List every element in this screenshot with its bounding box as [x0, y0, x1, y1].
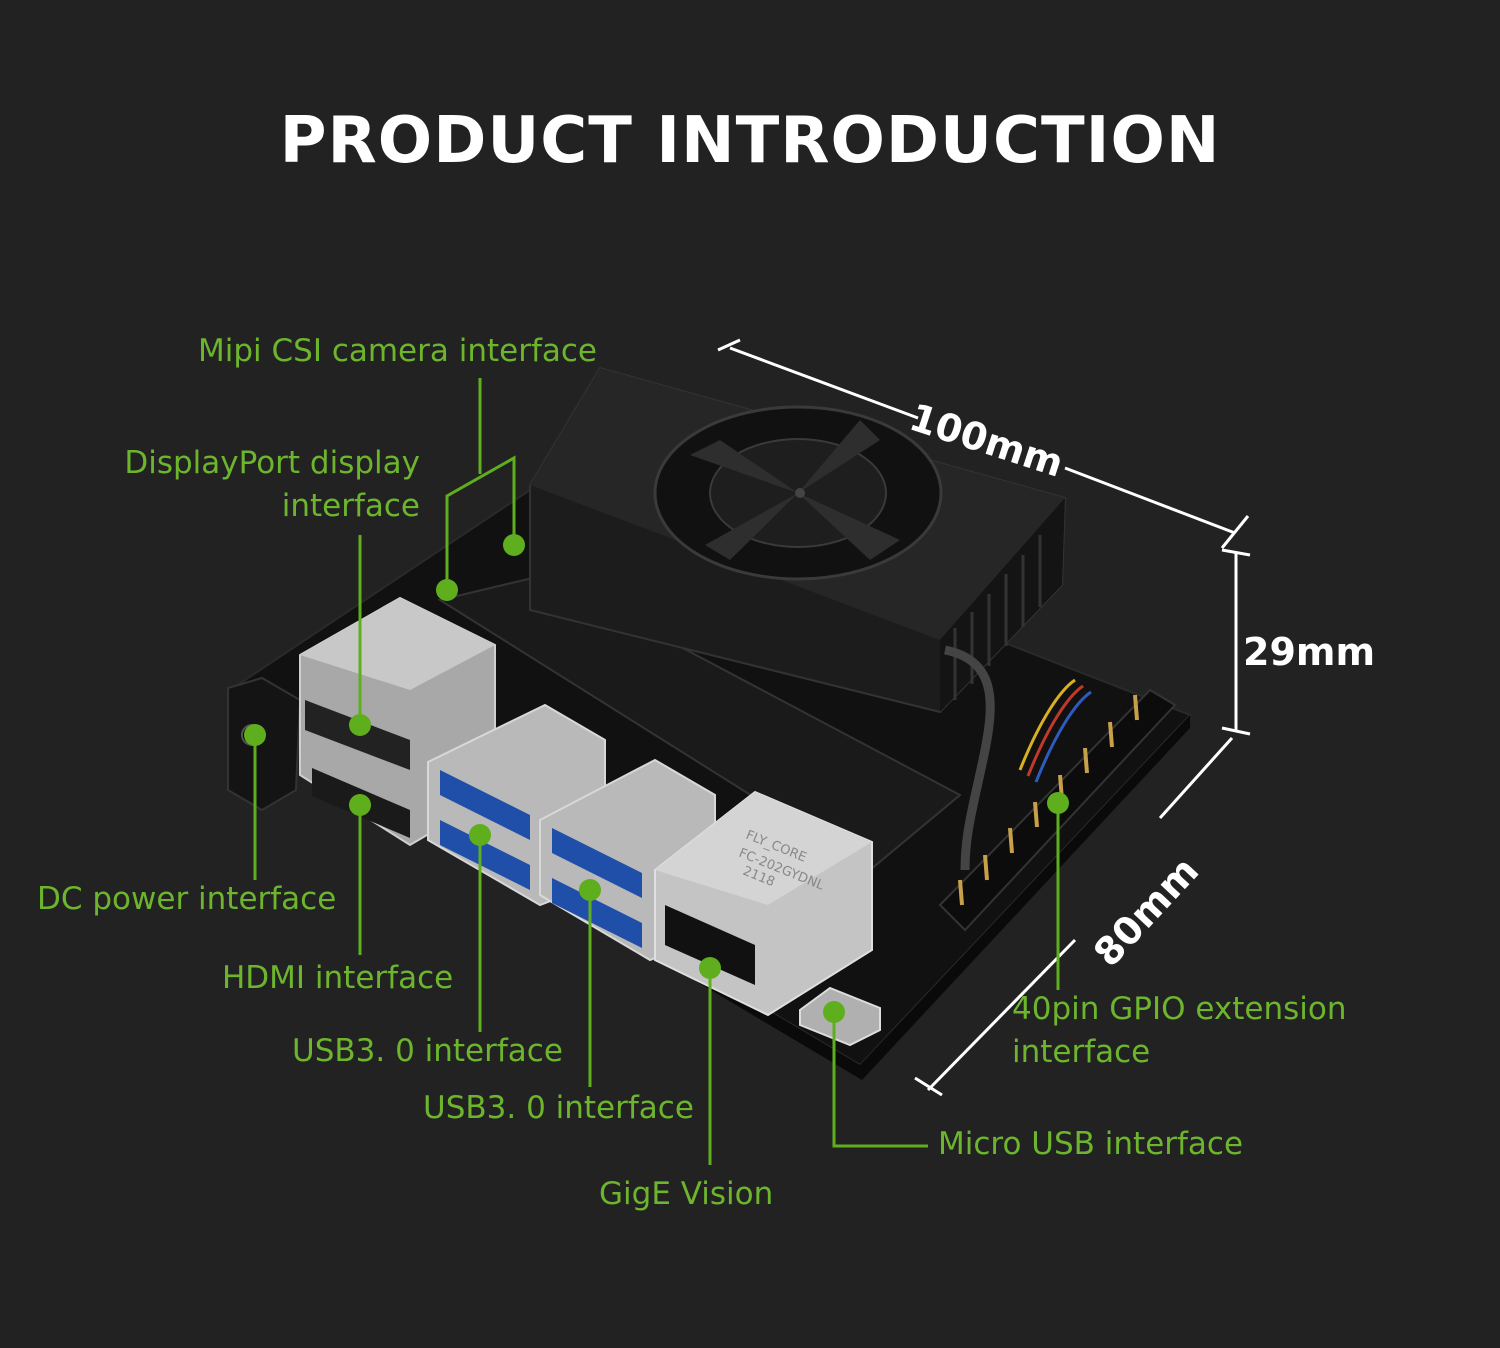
- label-gige: GigE Vision: [599, 1176, 774, 1212]
- callout-dots: [244, 534, 1069, 1023]
- fan-cable: [943, 645, 995, 871]
- label-usb3-right: USB3. 0 interface: [423, 1090, 694, 1126]
- label-displayport-line1: DisplayPort display: [124, 445, 420, 481]
- dc-jack: [227, 676, 302, 812]
- dimension-height: 29mm: [1243, 630, 1376, 674]
- label-usb3-left: USB3. 0 interface: [292, 1033, 563, 1069]
- label-displayport: DisplayPort display interface: [80, 442, 420, 528]
- module-connector: [437, 573, 962, 872]
- label-gpio-line1: 40pin GPIO extension: [1012, 991, 1347, 1027]
- label-micro-usb: Micro USB interface: [938, 1126, 1244, 1162]
- page-title: PRODUCT INTRODUCTION: [279, 104, 1221, 178]
- label-gpio-line2: interface: [1012, 1034, 1151, 1070]
- label-dc-power: DC power interface: [37, 881, 337, 917]
- label-displayport-line2: interface: [281, 488, 420, 524]
- callout-lines: [253, 378, 1060, 1165]
- label-hdmi: HDMI interface: [222, 960, 454, 996]
- heatsink-fan: [529, 366, 1067, 871]
- label-gpio: 40pin GPIO extension interface: [1012, 988, 1346, 1074]
- dimension-lines: [717, 338, 1251, 1097]
- pcb-board-edge: [860, 715, 1190, 1080]
- label-mipi-csi: Mipi CSI camera interface: [198, 333, 597, 369]
